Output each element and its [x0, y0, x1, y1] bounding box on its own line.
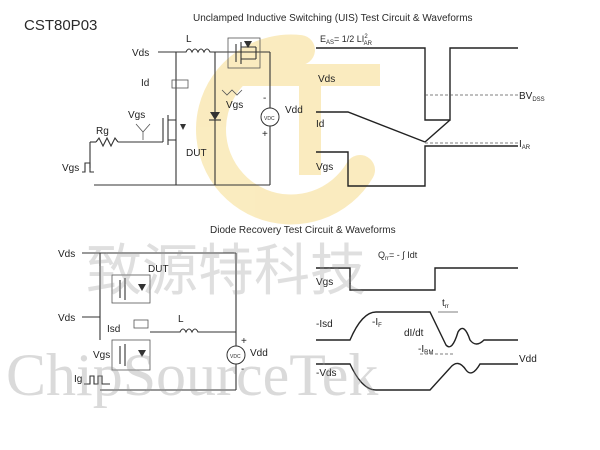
diode-ig-label: Ig	[74, 374, 82, 385]
uis-circuit: Vds L Vgs Id DUT Vgs Rg	[62, 34, 303, 186]
uis-pulse-icon	[82, 162, 94, 173]
watermark-logo	[196, 34, 380, 225]
diode-trr-label: trr	[442, 298, 449, 310]
uis-inductor	[178, 48, 222, 54]
diode-vdd-label: Vdd	[250, 348, 268, 359]
svg-text:VDC: VDC	[230, 354, 241, 360]
uis-vds-wave	[316, 47, 518, 121]
uis-vgs-label: Vgs	[128, 110, 145, 121]
diode-vds-top-label: Vds	[58, 249, 75, 260]
uis-id-label: Id	[141, 78, 149, 89]
logo-c-arc	[196, 34, 375, 225]
uis-l-label: L	[186, 34, 192, 45]
uis-vds-label: Vds	[132, 48, 149, 59]
diode-title: Diode Recovery Test Circuit & Waveforms	[210, 225, 396, 236]
svg-text:-Vds: -Vds	[316, 368, 337, 379]
diode-dut-label: DUT	[148, 264, 169, 275]
diode-didt-label: dI/dt	[404, 328, 424, 339]
uis-dut-label: DUT	[186, 148, 207, 159]
diode-waveforms: Qrr= - ∫ Idt Vgs -Isd -IF dI/dt trr -IRM…	[316, 250, 537, 391]
svg-text:-Isd: -Isd	[316, 319, 333, 330]
svg-text:+: +	[262, 129, 268, 140]
diode-pulse-icon	[84, 375, 110, 385]
uis-bv-label: BVDSS	[519, 91, 545, 103]
part-number: CST80P03	[24, 17, 97, 34]
svg-text:Vgs: Vgs	[316, 162, 333, 173]
uis-vgs-left-label: Vgs	[62, 163, 79, 174]
svg-text:+: +	[241, 336, 247, 347]
diode-vdd-source	[226, 345, 246, 365]
uis-rg-label: Rg	[96, 126, 109, 137]
uis-title: Unclamped Inductive Switching (UIS) Test…	[193, 13, 473, 24]
diode-circuit: Vds DUT Vds Isd L Vgs Ig VDC + - Vdd	[58, 249, 268, 391]
uis-vgs-wave	[316, 145, 518, 187]
uis-vdd-source	[260, 107, 280, 127]
uis-current-sense	[171, 79, 189, 89]
svg-text:Vds: Vds	[318, 74, 335, 85]
svg-text:VDC: VDC	[264, 116, 275, 122]
diode-irm-label: -IRM	[418, 344, 433, 356]
svg-text:Vgs: Vgs	[316, 277, 333, 288]
svg-text:-: -	[263, 93, 266, 104]
svg-text:-: -	[241, 364, 244, 375]
diode-current-sense	[133, 319, 149, 329]
uis-iar-label: IAR	[519, 139, 531, 151]
watermark-latin: ChipSourceTek	[6, 342, 378, 408]
uis-freewheel-diode	[210, 112, 220, 120]
diode-l-label: L	[178, 314, 184, 325]
diode-isd-label: Isd	[107, 324, 120, 335]
diode-vgs-label: Vgs	[93, 350, 110, 361]
diode-vds-mid-label: Vds	[58, 313, 75, 324]
diode-vds-wave	[316, 362, 518, 391]
diode-inductor	[150, 328, 236, 334]
uis-id-wave	[316, 111, 451, 143]
diode-if-label: -IF	[372, 317, 382, 329]
uis-top-diode	[244, 41, 252, 48]
diode-formula: Qrr= - ∫ Idt	[378, 250, 418, 262]
uis-rg-resistor	[95, 136, 119, 148]
diode-isd-wave	[316, 311, 518, 348]
svg-text:Id: Id	[316, 119, 324, 130]
uis-vgs-top-label: Vgs	[226, 100, 243, 111]
watermark-cjk: 致源特科技	[86, 239, 366, 304]
diode-vgs-wave	[316, 267, 518, 291]
diode-vdd-wave-label: Vdd	[519, 354, 537, 365]
uis-vdd-label: Vdd	[285, 105, 303, 116]
